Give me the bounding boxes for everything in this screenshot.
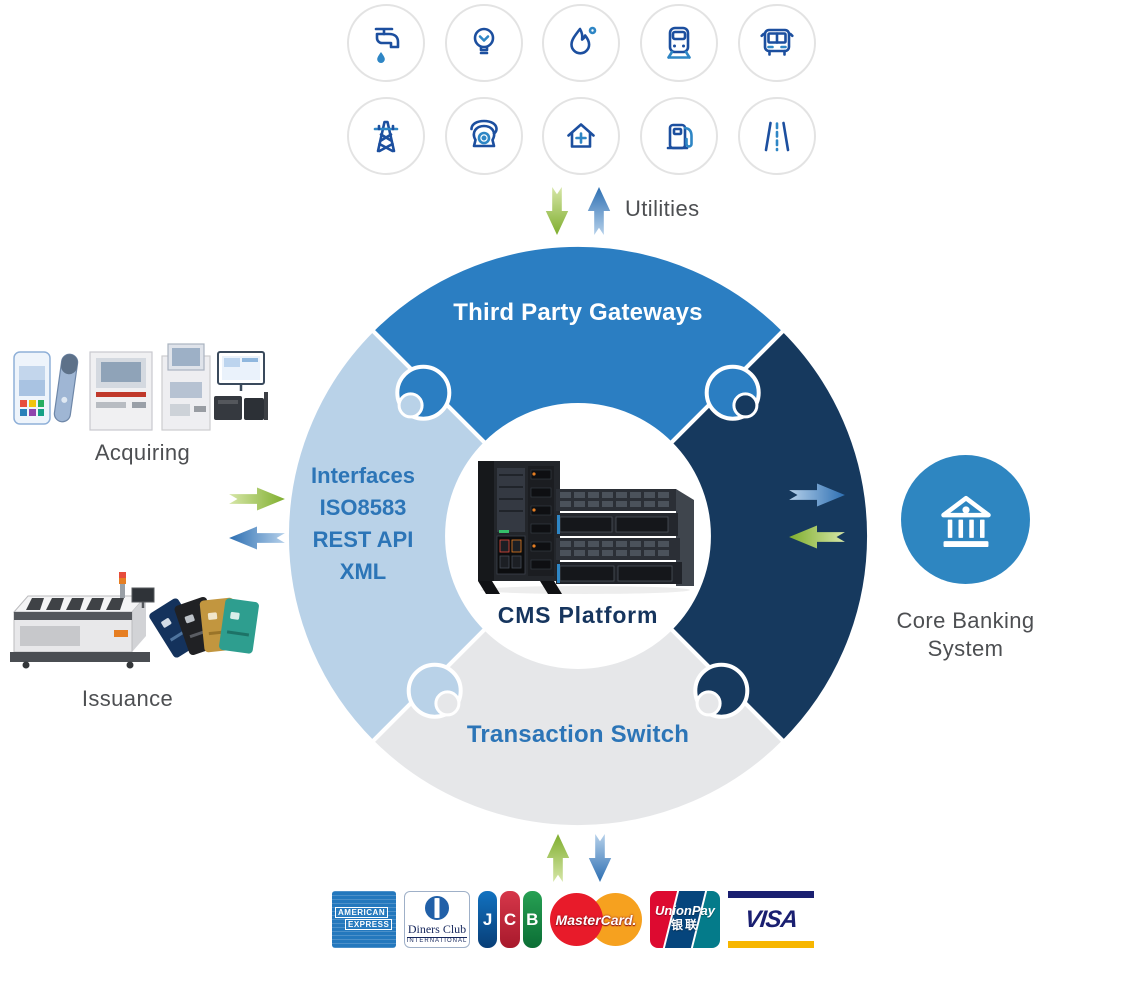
diners-club-logo: Diners Club INTERNATIONAL [404, 891, 470, 948]
interfaces-line-1: Interfaces [311, 463, 415, 488]
unionpay-wordmark: UnionPay 银联 [650, 903, 720, 933]
core-banking-label-line1: Core Banking [896, 608, 1035, 633]
amex-line1: AMERICAN [335, 907, 389, 918]
card-scheme-logos: AMERICAN EXPRESS Diners Club INTERNATION… [332, 891, 814, 948]
issuance-label: Issuance [81, 686, 174, 711]
utility-light-bulb [445, 4, 523, 82]
third-party-gateways-label: Third Party Gateways [453, 299, 703, 326]
unionpay-stripes [650, 891, 720, 948]
utility-fuel [640, 97, 718, 175]
core-banking-circle [901, 455, 1030, 584]
utility-electricity [347, 97, 425, 175]
fuel-pump-icon [666, 123, 693, 150]
puzzle-notch-lower-right [695, 690, 722, 717]
acquiring-devices-image [13, 343, 268, 431]
jcb-letter-c: C [500, 891, 520, 948]
amex-line2: EXPRESS [345, 919, 393, 930]
bus-icon [760, 28, 794, 56]
unionpay-latin: UnionPay [655, 903, 715, 918]
visa-logo: VISA [728, 891, 814, 948]
light-bulb-icon [473, 27, 495, 55]
visa-wordmark: VISA [743, 905, 799, 933]
puzzle-notch-upper-left [397, 392, 424, 419]
amex-logo: AMERICAN EXPRESS [332, 891, 396, 948]
blue-left-arrow [229, 526, 285, 550]
road-icon [764, 121, 790, 152]
interfaces-line-2: ISO8583 [319, 495, 407, 520]
interfaces-block: Interfaces ISO8583 REST API XML [283, 460, 443, 588]
puzzle-notch-upper-right [732, 392, 759, 419]
telephone-icon [470, 119, 498, 148]
acquiring-label: Acquiring [94, 440, 191, 465]
green-down-arrow [545, 187, 569, 235]
jcb-letter-j: J [478, 891, 498, 948]
visa-top-bar [728, 891, 814, 898]
utility-telephone [445, 97, 523, 175]
gas-flame-icon [570, 26, 597, 55]
diners-club-subtitle: INTERNATIONAL [406, 937, 468, 944]
utility-bus [738, 4, 816, 82]
utility-gas [542, 4, 620, 82]
home-plus-icon [567, 123, 595, 148]
core-banking-label-line2: System [927, 636, 1004, 661]
puzzle-notch-lower-left [434, 690, 461, 717]
jcb-letter-b: B [522, 891, 542, 948]
utility-water-tap [347, 4, 425, 82]
payment-cards-image [149, 596, 259, 658]
blue-down-arrow [588, 834, 612, 882]
cms-platform-label: CMS Platform [497, 602, 659, 628]
interfaces-line-4: XML [339, 559, 387, 584]
jcb-logo: J C B [478, 891, 542, 948]
transaction-switch-label: Transaction Switch [466, 721, 690, 748]
water-tap-icon [374, 27, 400, 64]
diners-club-icon [425, 896, 449, 920]
mastercard-wordmark: MasterCard. [555, 912, 637, 928]
train-icon [667, 26, 691, 59]
bank-icon [940, 495, 991, 547]
diners-club-name: Diners Club [407, 922, 467, 936]
green-right-arrow [229, 487, 285, 511]
utilities-label: Utilities [625, 196, 700, 221]
mastercard-logo: MasterCard. [550, 891, 642, 948]
cms-servers-image [478, 461, 694, 594]
green-up-arrow [546, 834, 570, 882]
utility-home-healthcare [542, 97, 620, 175]
mastercard-red-circle [550, 893, 603, 946]
power-pylon-icon [373, 120, 399, 153]
unionpay-chinese: 银联 [670, 918, 699, 932]
core-banking-label: Core Banking System [863, 607, 1068, 663]
interfaces-line-3: REST API [312, 527, 414, 552]
visa-gold-bar [728, 941, 814, 948]
utility-train [640, 4, 718, 82]
unionpay-logo: UnionPay 银联 [650, 891, 720, 948]
issuance-machine-image [10, 572, 155, 669]
utility-road [738, 97, 816, 175]
blue-up-arrow [587, 187, 611, 235]
